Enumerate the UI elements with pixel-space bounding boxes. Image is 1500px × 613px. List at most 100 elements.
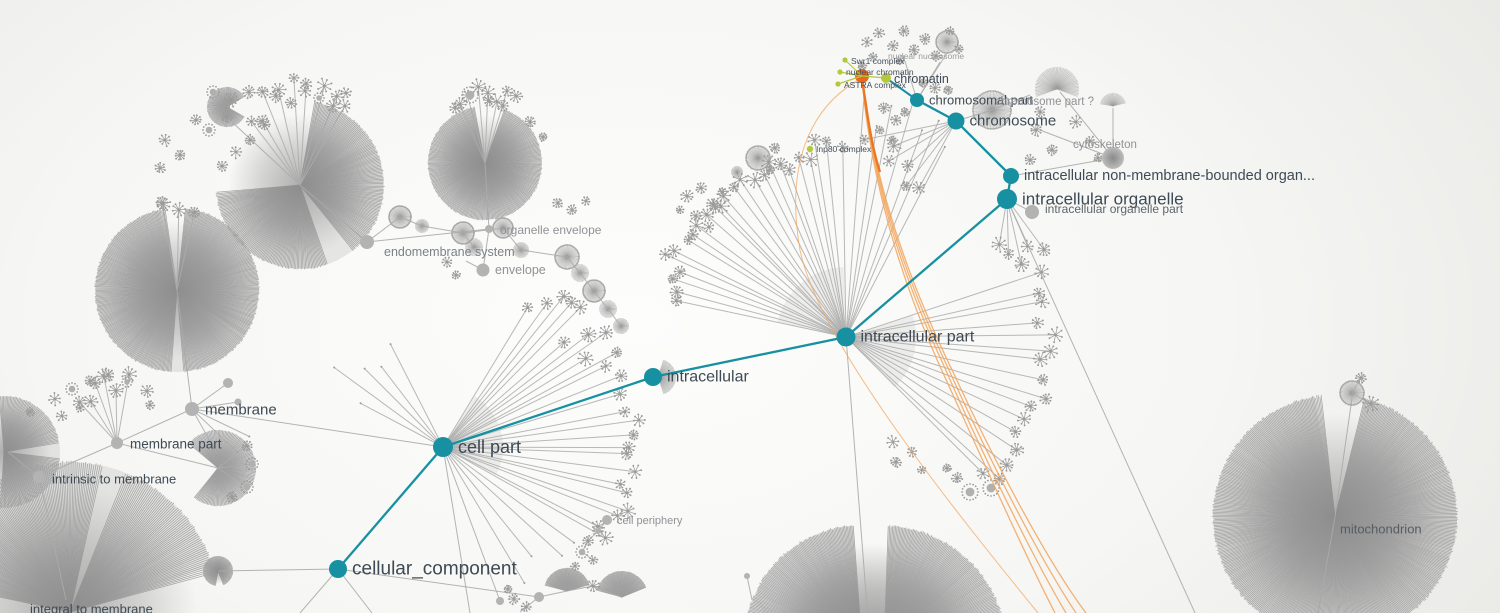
path-node-chromosome[interactable] xyxy=(947,112,965,130)
star-node xyxy=(566,204,577,215)
star-node xyxy=(882,155,895,167)
fan xyxy=(612,317,630,335)
graph-node[interactable] xyxy=(602,515,612,525)
star-node xyxy=(101,368,115,382)
star-node xyxy=(244,133,256,146)
fan xyxy=(0,395,60,509)
star-node xyxy=(675,205,685,215)
spoke-fan xyxy=(333,343,444,448)
label: envelope xyxy=(495,263,546,277)
star-node xyxy=(1020,239,1034,253)
star-node xyxy=(912,181,926,194)
star-node xyxy=(874,125,885,135)
star-node xyxy=(1009,425,1022,439)
graph-node[interactable] xyxy=(33,471,45,483)
star-node xyxy=(174,149,186,161)
star-node xyxy=(942,463,953,473)
spoke-fan xyxy=(442,446,575,584)
star-node xyxy=(300,77,313,90)
graph-node[interactable] xyxy=(744,573,750,579)
path-node-intracellular-part[interactable] xyxy=(836,327,856,347)
star-node xyxy=(900,181,912,191)
star-node xyxy=(84,375,96,387)
complex-node[interactable] xyxy=(806,145,814,153)
star-node xyxy=(991,236,1007,253)
star-node xyxy=(55,410,68,422)
spoke-fan xyxy=(442,387,646,546)
graph-node[interactable] xyxy=(234,398,242,406)
star-node xyxy=(621,446,633,461)
fan xyxy=(1339,380,1365,406)
star-node xyxy=(461,86,479,104)
complex-node[interactable] xyxy=(881,73,891,83)
complex-node[interactable] xyxy=(842,57,848,63)
star-node xyxy=(580,327,597,343)
graph-node[interactable] xyxy=(485,225,493,233)
star-node xyxy=(695,182,707,195)
graph-node[interactable] xyxy=(360,235,374,249)
star-node xyxy=(1043,344,1058,359)
label: ASTRA complex xyxy=(844,80,907,90)
star-node xyxy=(221,110,234,123)
star-node xyxy=(599,325,613,340)
star-node xyxy=(758,169,771,182)
star-node xyxy=(859,134,870,146)
star-node xyxy=(451,270,462,280)
path-node-intracellular-non-membrane-bounded-organelle[interactable] xyxy=(1003,168,1019,184)
fan-clusters xyxy=(0,30,1459,613)
path-node-intracellular[interactable] xyxy=(644,368,662,386)
label: nuclear nucleosome xyxy=(888,51,964,61)
star-node xyxy=(226,491,238,503)
graph-node[interactable] xyxy=(496,597,504,605)
star-node xyxy=(156,197,172,212)
star-node xyxy=(916,465,927,475)
star-node xyxy=(592,525,604,537)
complex-node[interactable] xyxy=(837,69,843,75)
star-node xyxy=(821,136,832,147)
graph-node[interactable] xyxy=(476,263,490,277)
graph-node[interactable] xyxy=(534,592,544,602)
star-node xyxy=(573,299,588,315)
star-node xyxy=(121,365,137,382)
star-node xyxy=(83,394,99,408)
star-node xyxy=(470,78,487,95)
star-node xyxy=(256,114,269,128)
star-node xyxy=(1024,400,1037,412)
star-node xyxy=(326,99,340,113)
star-node xyxy=(586,580,600,593)
node-label-chromosomal-part: chromosomal part xyxy=(929,93,1033,108)
path-node-intracellular-organelle[interactable] xyxy=(997,189,1017,209)
star-node xyxy=(930,50,943,62)
graph-node[interactable] xyxy=(1025,205,1039,219)
fan xyxy=(0,460,216,613)
path-node-chromosomal-part[interactable] xyxy=(910,93,924,107)
star-node xyxy=(918,77,928,88)
path-node-cellular-component[interactable] xyxy=(329,560,347,578)
fan xyxy=(786,525,1002,613)
star-node xyxy=(620,502,637,519)
star-node xyxy=(868,52,878,63)
graph-node[interactable] xyxy=(223,378,233,388)
complex-node[interactable] xyxy=(835,81,841,87)
spoke-fan xyxy=(442,289,628,448)
spoke-fan xyxy=(991,198,1051,273)
fan xyxy=(571,263,589,283)
star-node xyxy=(240,480,254,494)
graph-node-cytoskeleton[interactable] xyxy=(1102,147,1124,169)
star-node xyxy=(521,302,534,313)
star-node xyxy=(600,360,612,373)
star-node xyxy=(256,86,269,99)
fan xyxy=(1034,66,1080,97)
star-node xyxy=(75,403,85,413)
graph-node[interactable] xyxy=(111,437,123,449)
graph-node[interactable] xyxy=(185,402,199,416)
path-node-cell-part[interactable] xyxy=(433,437,453,457)
star-node xyxy=(577,351,594,367)
star-node xyxy=(140,384,154,398)
star-node xyxy=(189,114,202,126)
star-node xyxy=(581,196,591,206)
star-node xyxy=(340,87,352,99)
